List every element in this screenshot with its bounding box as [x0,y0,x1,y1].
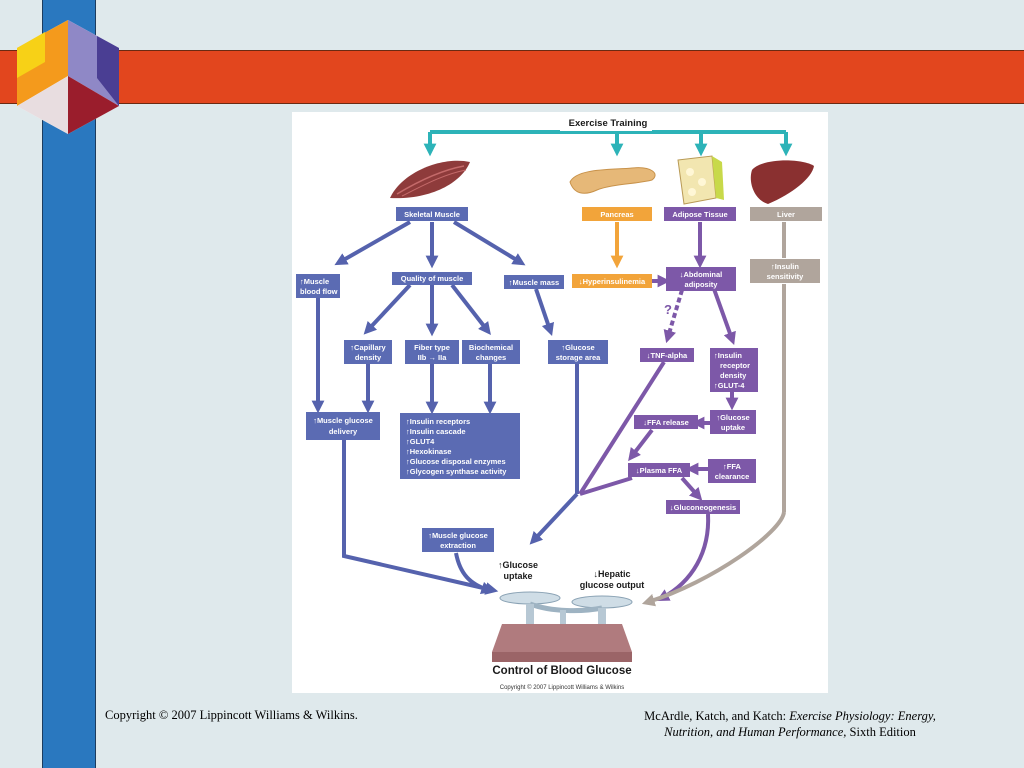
fiber-type-line1: Fiber type [414,343,450,352]
ffa-clearance-node [708,459,756,483]
skeletal-muscle-node [396,207,468,221]
insulin-effects-line5: ↑Glucose disposal enzymes [406,457,506,466]
insulin-effects-line3: ↑GLUT4 [406,437,435,446]
figure-copyright: Copyright © 2007 Lippincott Williams & W… [500,684,624,691]
footer-citation: McArdle, Katch, and Katch: Exercise Phys… [590,708,990,740]
pancreas-label: Pancreas [600,210,633,219]
biochemical-changes-line2: changes [476,353,506,362]
ffa-clearance-line1: ↑FFA [723,462,741,471]
muscle-glucose-extraction-line1: ↑Muscle glucose [428,531,488,540]
muscle-blood-flow-node [296,274,340,298]
adipose-tissue-label: Adipose Tissue [672,210,727,219]
diagram-figure: Exercise Training Skeletal Muscle Pancre… [292,112,828,693]
liver-node [750,207,822,221]
glucose-storage-area-line2: storage area [556,353,601,362]
plasma-ffa-label: ↓Plasma FFA [636,466,683,475]
muscle-glucose-delivery-line1: ↑Muscle glucose [313,416,373,425]
insulin-effects-line2: ↑Insulin cascade [406,427,466,436]
cube-logo-icon [17,20,119,134]
insulin-effects-line1: ↑Insulin receptors [406,417,470,426]
purple-arrows [578,222,739,602]
glucose-storage-area-line1: ↑Glucose [561,343,594,352]
adipose-icon [677,155,724,205]
liver-icon [750,160,814,204]
plasma-ffa-node [628,463,690,477]
muscle-mass-label: ↑Muscle mass [509,278,559,287]
scale-left-line1: ↑Glucose [498,560,538,570]
insulin-effects-line4: ↑Hexokinase [406,447,451,456]
insulin-receptor-line2: receptor [720,361,750,370]
glucose-uptake-adipose-line2: uptake [721,423,745,432]
scale-right-line1: ↓Hepatic [593,569,630,579]
hyperinsulinemia-node [572,274,652,288]
abdominal-adiposity-line1: ↓Abdominal [680,270,723,279]
glucose-uptake-adipose-line1: ↑Glucose [716,413,749,422]
capillary-density-line1: ↑Capillary [350,343,386,352]
fiber-type-node [405,340,459,364]
scale-right-line2: glucose output [580,580,645,590]
pancreas-icon [569,167,656,194]
citation-title-line1: Exercise Physiology: Energy, [789,709,936,723]
control-of-blood-glucose-title: Control of Blood Glucose [492,665,631,677]
abdominal-adiposity-node [666,267,736,291]
citation-edition: Sixth Edition [846,725,916,739]
exercise-training-connector [423,130,793,157]
top-orange-bar [0,50,1024,104]
adipose-tissue-node [664,207,736,221]
insulin-effects-line6: ↑Glycogen synthase activity [406,467,507,476]
question-mark: ? [664,302,672,317]
muscle-blood-flow-line1: ↑Muscle [300,277,329,286]
insulin-receptor-line3: density [720,371,747,380]
ffa-clearance-line2: clearance [715,472,750,481]
abdominal-adiposity-line2: adiposity [685,280,719,289]
gray-arrows [641,222,786,607]
ffa-release-node [634,415,698,429]
blue-arrows [311,220,579,595]
biochemical-changes-node [462,340,520,364]
capillary-density-node [344,340,392,364]
skeletal-muscle-label: Skeletal Muscle [404,210,460,219]
muscle-icon [390,160,470,199]
insulin-receptor-line1: ↑Insulin [714,351,742,360]
diagram-svg: Exercise Training Skeletal Muscle Pancre… [296,115,822,691]
fiber-type-line2: IIb → IIa [418,353,448,362]
balance-scale-icon [492,591,633,662]
hyperinsulinemia-label: ↓Hyperinsulinemia [579,277,646,286]
biochemical-changes-line1: Biochemical [469,343,513,352]
footer-copyright: Copyright © 2007 Lippincott Williams & W… [105,708,358,722]
muscle-glucose-delivery-line2: delivery [329,427,358,436]
tnf-alpha-node [640,348,694,362]
liver-label: Liver [777,210,795,219]
insulin-sensitivity-line1: ↑Insulin [771,262,799,271]
gluconeogenesis-node [666,500,740,514]
insulin-effects-node [400,413,520,479]
glucose-uptake-adipose-node [710,410,756,434]
muscle-mass-node [504,275,564,289]
glucose-storage-area-node [548,340,608,364]
citation-title-line2: Nutrition, and Human Performance, [664,725,847,739]
pancreas-node [582,207,652,221]
muscle-glucose-delivery-node [306,412,380,440]
insulin-sensitivity-line2: sensitivity [767,272,805,281]
ffa-release-label: ↓FFA release [643,418,689,427]
scale-left-line2: uptake [503,571,532,581]
gluconeogenesis-label: ↓Gluconeogenesis [670,503,736,512]
capillary-density-line2: density [355,353,382,362]
insulin-receptor-node [710,348,758,392]
muscle-glucose-extraction-node [422,528,494,552]
insulin-sensitivity-node [750,259,820,283]
citation-authors: McArdle, Katch, and Katch: [644,709,790,723]
muscle-blood-flow-line2: blood flow [300,287,338,296]
insulin-receptor-line4: ↑GLUT-4 [714,381,745,390]
quality-of-muscle-node [392,272,472,285]
quality-of-muscle-label: Quality of muscle [401,274,464,283]
muscle-glucose-extraction-line2: extraction [440,541,476,550]
exercise-training-label: Exercise Training [569,118,648,129]
tnf-alpha-label: ↓TNF-alpha [647,351,688,360]
